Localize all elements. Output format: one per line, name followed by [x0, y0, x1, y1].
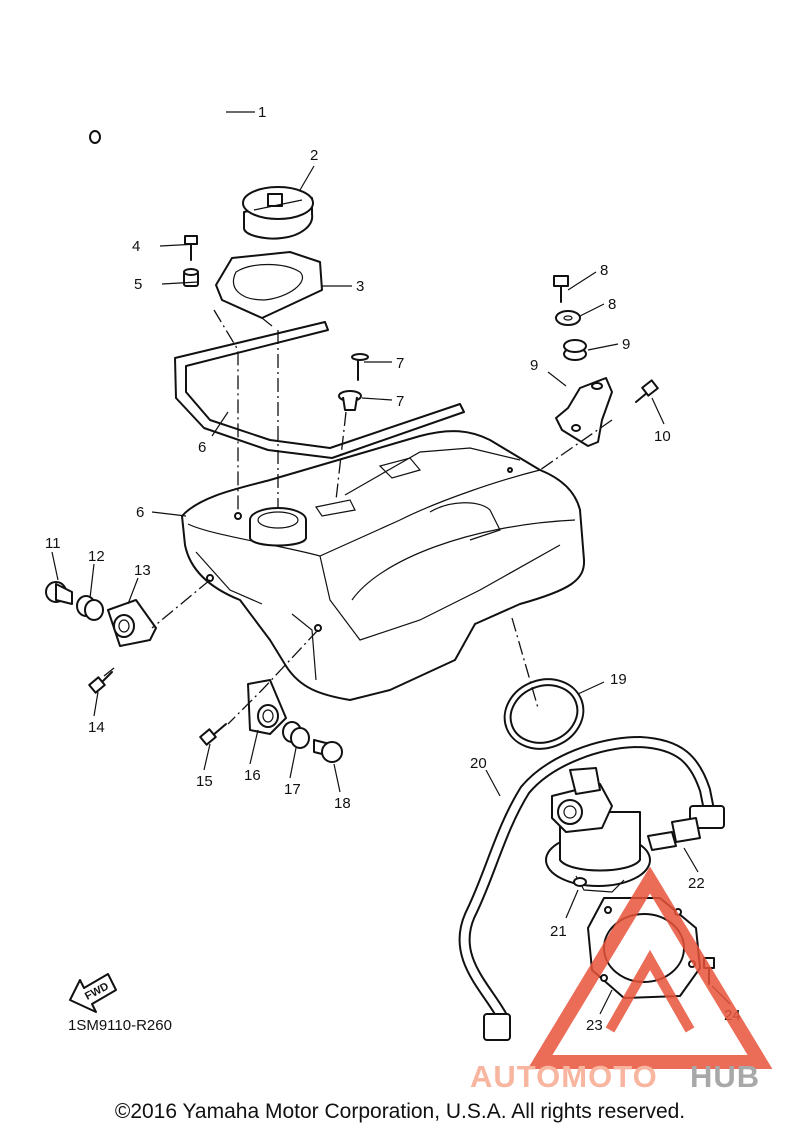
mount-6-right	[247, 679, 287, 735]
watermark-logo: AUTOMOTO HUB	[470, 866, 773, 1094]
callout-7-right: 15	[196, 773, 213, 790]
callout-14: 8	[600, 262, 608, 279]
callout-12: 8	[608, 296, 616, 313]
fwd-arrow-icon: FWD	[69, 973, 117, 1013]
callout-20: 22	[688, 875, 705, 892]
fuel-pump-15	[545, 767, 651, 893]
mount-6-left	[107, 599, 157, 647]
hose-clip-20	[647, 817, 701, 851]
grommet-21	[338, 390, 362, 411]
tank-cap-4	[242, 186, 314, 240]
callout-8-left: 11	[45, 535, 61, 552]
screw-22	[351, 353, 369, 381]
alignment-lines	[103, 309, 613, 725]
callout-11: 10	[654, 428, 671, 445]
bolt-11	[635, 379, 659, 403]
damper-9-left	[76, 595, 104, 621]
callout-9-left: 12	[88, 548, 105, 565]
callout-19: 20	[470, 755, 487, 772]
fuel-hose-19	[458, 735, 725, 1041]
callout-3: 3	[356, 278, 364, 295]
callout-5: 1	[258, 104, 266, 121]
washer-12	[555, 310, 581, 326]
callout-2: 6	[198, 439, 206, 456]
callout-23: 4	[132, 238, 140, 255]
collar-8-left	[45, 581, 73, 605]
bolt-7-right	[199, 723, 227, 746]
bolt-7-left	[88, 671, 113, 694]
callout-1: 6	[136, 504, 144, 521]
callout-10: 9	[530, 357, 538, 374]
bracket-10	[555, 377, 613, 447]
copyright-notice: ©2016 Yamaha Motor Corporation, U.S.A. A…	[114, 1100, 686, 1123]
callout-22: 7	[396, 355, 404, 372]
callout-4: 2	[310, 147, 318, 164]
callout-7-left: 14	[88, 719, 105, 736]
callout-21: 7	[396, 393, 404, 410]
leader-lines	[51, 111, 731, 1015]
bolt-23	[184, 235, 198, 261]
callout-6-left: 13	[134, 562, 151, 579]
callout-6-right: 16	[244, 767, 261, 784]
damper-9-right	[282, 721, 310, 749]
part-code: 1SM9110-R260	[68, 1017, 172, 1034]
tank-seal-2	[174, 321, 465, 459]
callout-13: 9	[622, 336, 630, 353]
watermark-hub: HUB	[690, 1059, 760, 1094]
callout-labels: 1 2 3 4 5 6 6 7 7 8 8 9 9 10 11 12 13 14…	[45, 104, 741, 1034]
callout-8-right: 18	[334, 795, 351, 812]
callout-17: 23	[586, 1017, 603, 1034]
callout-9-right: 17	[284, 781, 301, 798]
gasket-16	[503, 678, 585, 750]
filler-bracket-3	[215, 251, 323, 327]
watermark-auto: AUTOMOTO	[470, 1059, 658, 1094]
callout-16: 19	[610, 671, 627, 688]
breather-hose-5	[89, 92, 288, 172]
bolt-14	[553, 275, 569, 303]
collar-8-right	[313, 739, 343, 763]
grommet-13	[563, 339, 587, 361]
callout-24: 5	[134, 276, 142, 293]
fuel-tank-1	[181, 430, 586, 701]
collar-24	[183, 268, 199, 287]
callout-15: 21	[550, 923, 567, 940]
